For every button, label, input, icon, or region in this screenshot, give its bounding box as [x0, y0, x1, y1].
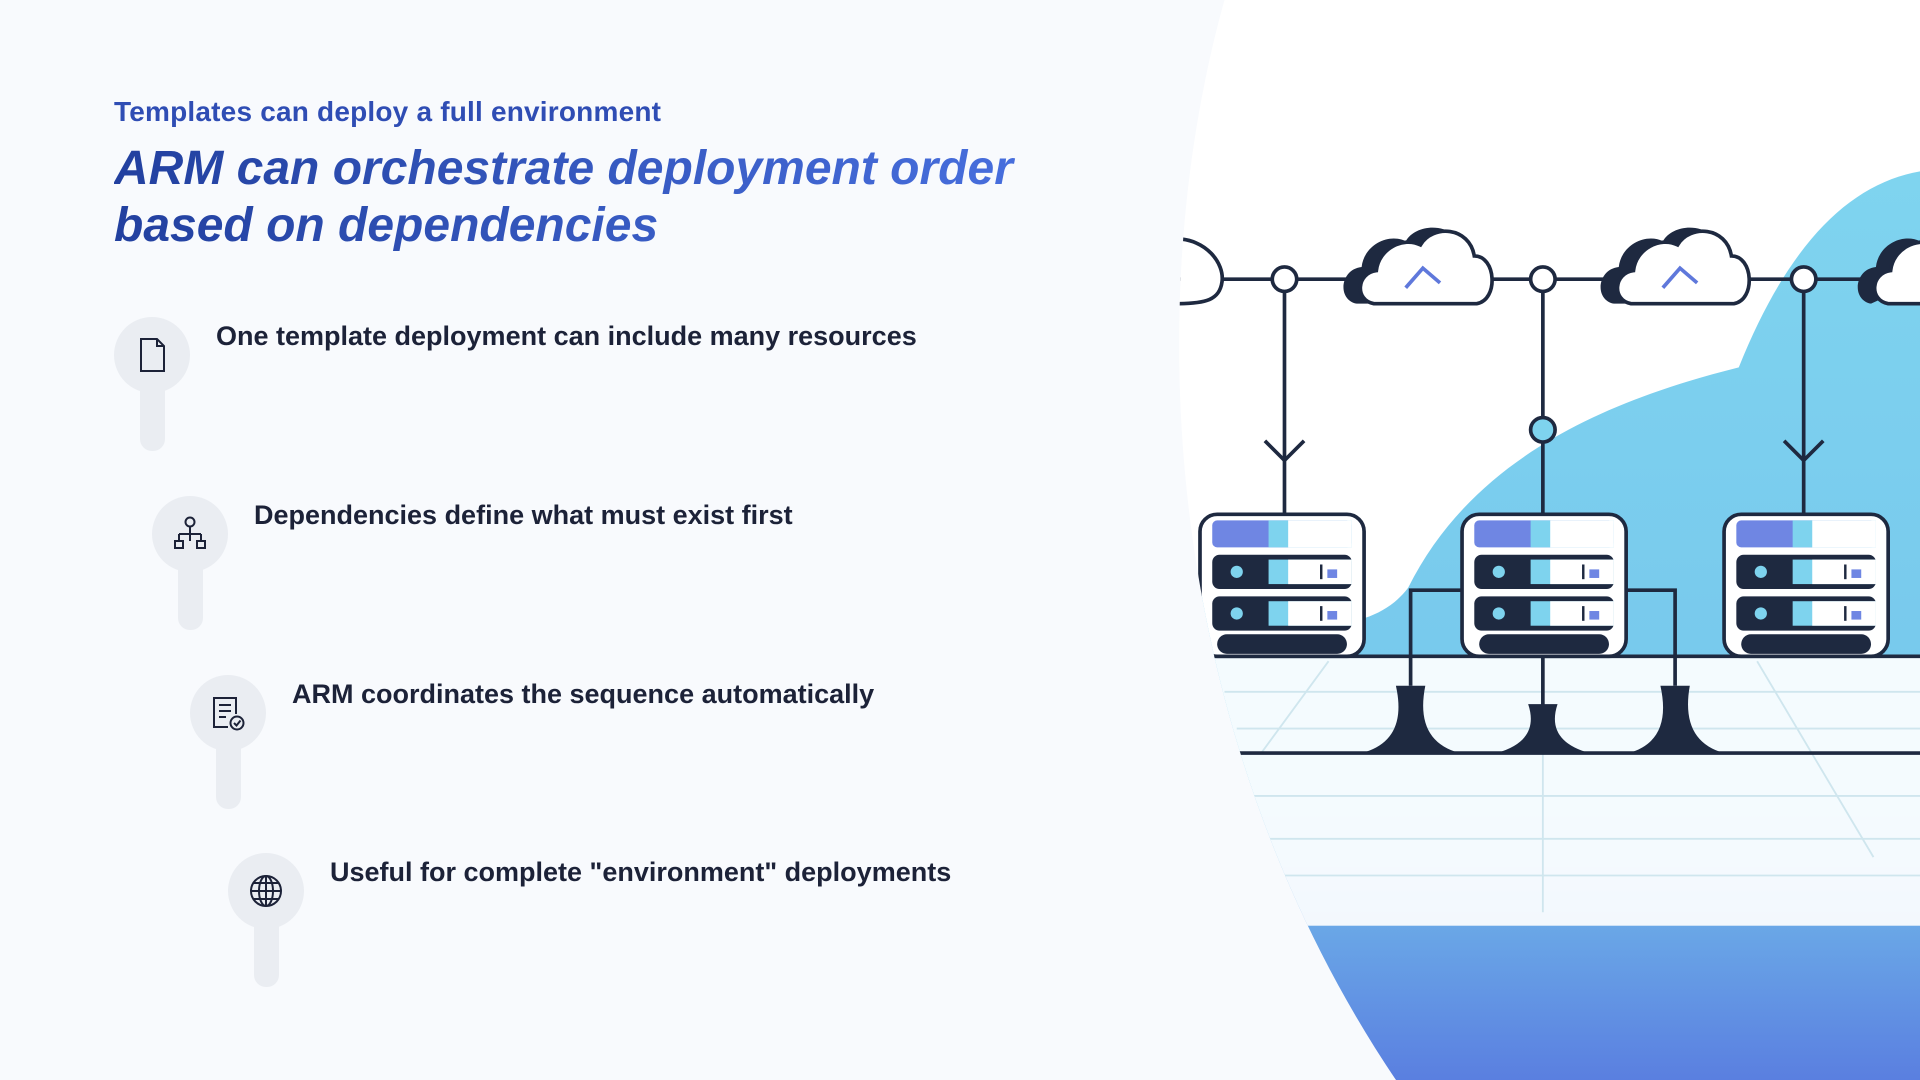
pin-marker: [152, 496, 228, 630]
hierarchy-icon: [174, 516, 206, 549]
server-rack: [1722, 512, 1890, 659]
item-text: One template deployment can include many…: [216, 321, 917, 351]
slide-kicker: Templates can deploy a full environment: [114, 96, 662, 127]
pin-marker: [114, 317, 190, 451]
globe-icon: [250, 875, 282, 907]
server-rack: [1198, 512, 1366, 659]
server-rack: [1460, 512, 1628, 659]
pin-marker: [190, 675, 266, 809]
document-icon: [140, 338, 165, 372]
item-text: Useful for complete "environment" deploy…: [330, 857, 952, 887]
item-text: Dependencies define what must exist firs…: [254, 500, 793, 530]
checklist-icon: [213, 697, 245, 731]
slide-title: ARM can orchestrate deployment order bas…: [114, 140, 1094, 254]
item-text: ARM coordinates the sequence automatical…: [292, 679, 875, 709]
pin-marker: [228, 853, 304, 987]
